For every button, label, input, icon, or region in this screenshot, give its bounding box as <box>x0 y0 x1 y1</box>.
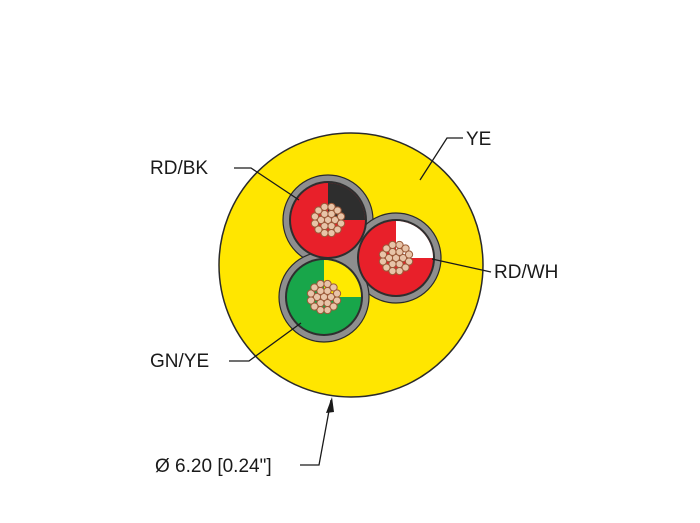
copper-strand <box>395 240 404 250</box>
conductor-gn-ye <box>285 258 363 336</box>
copper-strand <box>312 292 322 302</box>
leader-line-jacket <box>419 137 463 181</box>
copper-strand <box>310 283 319 292</box>
copper-strand <box>333 206 342 215</box>
copper-strand <box>329 283 338 292</box>
copper-strand <box>316 305 325 315</box>
diameter-arrowhead <box>326 397 334 413</box>
copper-strand <box>323 305 332 315</box>
copper-strands <box>310 202 346 238</box>
copper-strand <box>398 253 408 263</box>
conductor-rd-wh <box>357 219 435 297</box>
label-outer-diameter: Ø 6.20 [0.24"] <box>155 456 272 477</box>
copper-strand <box>320 202 329 212</box>
copper-strands <box>378 240 414 276</box>
copper-strand <box>314 225 323 234</box>
label-conductor-rd-bk: RD/BK <box>150 158 208 179</box>
copper-strand <box>310 212 320 221</box>
label-jacket-color: YE <box>466 129 491 150</box>
copper-strand <box>333 225 342 234</box>
copper-strand <box>316 279 325 289</box>
copper-strand <box>378 250 388 259</box>
label-conductor-gn-ye: GN/YE <box>150 351 209 372</box>
leader-line-diameter <box>300 399 332 466</box>
copper-strand <box>330 215 340 225</box>
copper-strand <box>382 244 391 253</box>
copper-strand <box>314 206 323 215</box>
copper-strand <box>401 244 410 253</box>
leader-line-gn-ye <box>229 322 302 362</box>
conductor-rd-bk <box>289 181 367 259</box>
copper-strand <box>388 266 397 276</box>
copper-strand <box>306 289 316 298</box>
copper-strand <box>323 279 332 289</box>
copper-strand <box>382 263 391 272</box>
copper-strand <box>327 202 336 212</box>
copper-strand <box>404 250 414 259</box>
copper-strand <box>327 228 336 238</box>
copper-strand <box>388 240 397 250</box>
copper-strand <box>326 292 336 302</box>
leader-line-rd-wh <box>431 258 492 273</box>
copper-strand <box>306 296 316 305</box>
copper-strand <box>401 263 410 272</box>
copper-strand <box>336 212 346 221</box>
copper-strand <box>329 302 338 311</box>
label-conductor-rd-wh: RD/WH <box>494 262 558 283</box>
copper-strand <box>316 215 326 225</box>
copper-strands <box>306 279 342 315</box>
copper-strand <box>320 228 329 238</box>
copper-strand <box>384 253 394 263</box>
copper-strand <box>378 257 388 266</box>
copper-strand <box>310 219 320 228</box>
copper-strand <box>395 266 404 276</box>
copper-strand <box>332 289 342 298</box>
leader-line-rd-bk <box>234 167 300 201</box>
copper-strand <box>310 302 319 311</box>
